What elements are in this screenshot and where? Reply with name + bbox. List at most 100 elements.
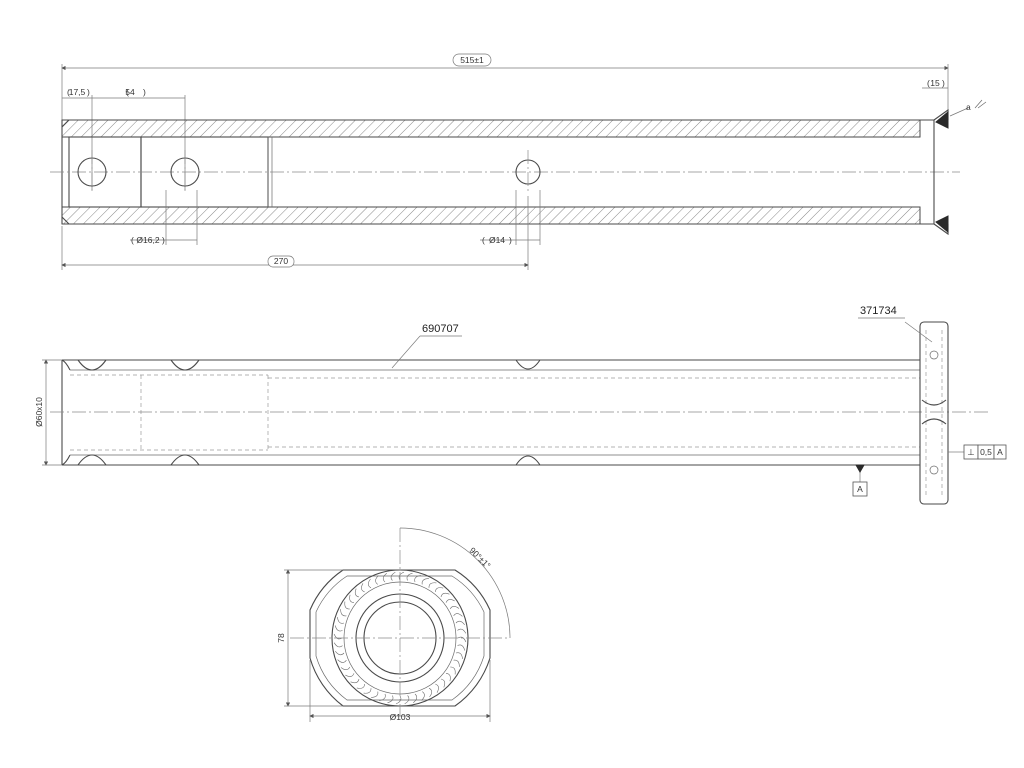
tolerance-datum: A bbox=[997, 447, 1003, 457]
weld-ripple bbox=[457, 628, 467, 634]
paren: ( bbox=[927, 78, 930, 88]
weld-ripple bbox=[453, 613, 463, 617]
weld-ripple bbox=[404, 695, 410, 705]
weld-ripple bbox=[337, 659, 347, 663]
paren: ) bbox=[942, 78, 945, 88]
side-view: 690707 371734 Ø60x10 ⊥ 0,5 A A bbox=[34, 305, 1007, 505]
flange-section bbox=[920, 119, 935, 225]
tube-size-label: Ø60x10 bbox=[34, 397, 44, 427]
weld-ripple bbox=[333, 633, 343, 640]
paren: ( bbox=[131, 235, 134, 245]
weld-symbol: a bbox=[966, 102, 971, 112]
weld-ripple bbox=[334, 625, 343, 632]
end-length-2-label: 54 bbox=[125, 87, 135, 97]
weld-ripple bbox=[333, 642, 343, 648]
tolerance-datum-box bbox=[993, 444, 1007, 460]
weld-ripple bbox=[428, 687, 433, 698]
hole-position-pill bbox=[267, 255, 295, 268]
weld-leader bbox=[949, 107, 969, 117]
flange-hole bbox=[929, 465, 939, 475]
flange-leader bbox=[904, 321, 933, 343]
weld-ripple bbox=[413, 693, 418, 703]
hole-notch bbox=[170, 359, 200, 371]
weld-ripple bbox=[349, 594, 355, 603]
datum-triangle bbox=[855, 464, 865, 474]
hole-notch bbox=[77, 359, 107, 371]
weld-bead-top bbox=[935, 110, 949, 129]
hole-notch bbox=[515, 359, 541, 370]
tube-bottom-wall bbox=[61, 206, 921, 225]
end-view: 90°±1° 78 Ø103 bbox=[276, 527, 511, 722]
paren: ) bbox=[143, 87, 146, 97]
tube-top-wall bbox=[61, 119, 921, 138]
paren: ) bbox=[162, 235, 165, 245]
flange-height-label: 78 bbox=[276, 633, 286, 643]
weld-ripple bbox=[398, 571, 405, 581]
flange-body bbox=[919, 321, 949, 505]
datum-box bbox=[852, 481, 868, 497]
hole-diameter-1-label: Ø16,2 bbox=[136, 235, 159, 245]
chamfer bbox=[61, 119, 70, 225]
weld-ripple bbox=[356, 683, 365, 689]
weld-ripple bbox=[387, 695, 394, 704]
weld-ripple bbox=[344, 601, 350, 610]
hole-diameter-2-label: Ø14 bbox=[489, 235, 505, 245]
hole-notch bbox=[170, 454, 200, 466]
overall-length-label: 515±1 bbox=[460, 55, 484, 65]
weld-symbol-mark bbox=[974, 99, 987, 109]
weld-ripple bbox=[354, 588, 360, 598]
weld-ripple bbox=[350, 678, 360, 684]
overall-length-pill bbox=[452, 53, 492, 67]
weld-ripple bbox=[335, 651, 345, 656]
hole-notch bbox=[77, 454, 107, 466]
weld-ripple bbox=[428, 582, 437, 588]
weld-ripple bbox=[363, 688, 372, 694]
weld-ripple bbox=[395, 695, 402, 705]
weld-ripple bbox=[421, 691, 425, 701]
paren: ( bbox=[67, 87, 70, 97]
hole-position-label: 270 bbox=[274, 256, 288, 266]
datum-label: A bbox=[857, 484, 863, 494]
paren: ) bbox=[87, 87, 90, 97]
flange-outline bbox=[309, 569, 491, 707]
end-length-1-label: 17,5 bbox=[69, 87, 86, 97]
tolerance-value: 0,5 bbox=[980, 447, 992, 457]
weld-ripple bbox=[337, 617, 345, 624]
weld-ripple bbox=[450, 666, 456, 675]
paren: ( bbox=[482, 235, 485, 245]
angle-label: 90°±1° bbox=[468, 545, 493, 570]
weld-bead-bottom bbox=[935, 215, 949, 234]
hole-notch bbox=[515, 455, 541, 466]
flange-hole bbox=[929, 350, 939, 360]
tolerance-symbol: ⊥ bbox=[967, 447, 975, 457]
weld-ripples bbox=[333, 571, 467, 705]
weld-ripple bbox=[379, 693, 386, 701]
weld-ripple bbox=[440, 592, 450, 598]
weld-ripple bbox=[440, 678, 446, 688]
weld-ripple bbox=[375, 575, 379, 585]
flange-inner-outline bbox=[315, 575, 485, 701]
weld-ripple bbox=[361, 583, 365, 593]
flange-weld bbox=[921, 399, 947, 425]
weld-ripple bbox=[371, 691, 379, 698]
weld-ripple bbox=[445, 673, 451, 682]
weld-ripple bbox=[340, 609, 347, 617]
weld-length-label: 15 bbox=[930, 78, 940, 88]
weld-ripple bbox=[457, 644, 466, 651]
weld-ripple bbox=[435, 587, 444, 593]
weld-ripple bbox=[449, 605, 460, 610]
tube-end-chamfer bbox=[61, 359, 71, 466]
weld-ripple bbox=[414, 575, 421, 583]
weld-ripple bbox=[445, 599, 455, 603]
weld-ripple bbox=[340, 666, 351, 671]
weld-ripple bbox=[382, 573, 387, 583]
weld-ripple bbox=[457, 636, 467, 643]
flange-part-number: 371734 bbox=[860, 305, 897, 317]
flange-diameter-label: Ø103 bbox=[390, 712, 411, 722]
weld-ripple bbox=[345, 673, 355, 677]
weld-ripple bbox=[406, 572, 413, 581]
weld-ripple bbox=[455, 620, 465, 625]
paren: ( bbox=[126, 87, 129, 97]
tube-leader bbox=[391, 335, 421, 369]
weld-ripple bbox=[390, 571, 396, 581]
